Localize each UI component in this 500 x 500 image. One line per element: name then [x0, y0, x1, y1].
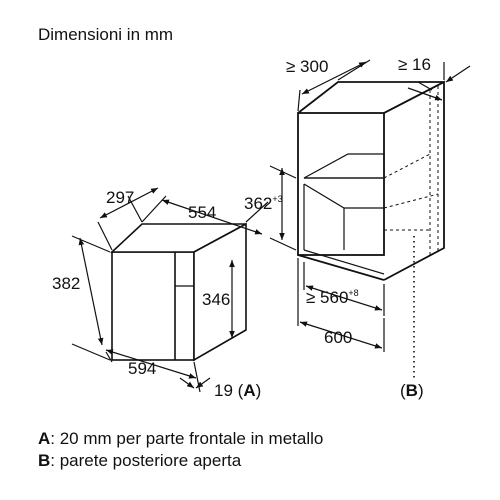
- appliance-depth-dimline: [99, 187, 159, 219]
- legend-text-a: : 20 mm per parte frontale in metallo: [50, 429, 324, 448]
- drawing-title: Dimensioni in mm: [38, 25, 173, 44]
- niche-outer-width-label: 600: [324, 328, 352, 347]
- niche-top-depth-label: ≥ 300: [286, 57, 328, 76]
- niche-top-face: [297, 81, 445, 114]
- niche-rear-note-label: (B): [400, 381, 424, 400]
- appliance-height-label: 382: [52, 274, 80, 293]
- niche-width-label: ≥ 560+8: [306, 288, 359, 307]
- niche-top-gap-label: ≥ 16: [398, 55, 431, 74]
- niche-outer-width-dimline: [299, 321, 383, 349]
- niche-width-dimline: [305, 285, 383, 311]
- niche-opening: [303, 153, 385, 179]
- legend-marker-b: B: [38, 451, 51, 470]
- legend-item-a: A: 20 mm per parte frontale in metallo: [38, 428, 323, 450]
- appliance-depth-label: 297: [106, 188, 134, 207]
- legend-item-b: B: parete posteriore aperta: [38, 450, 241, 472]
- appliance-width-label: 554: [188, 203, 216, 222]
- legend-text-b: : parete posteriore aperta: [50, 451, 242, 470]
- niche-top-depth-dimline: [301, 61, 367, 95]
- appliance-front-width-dimline: [105, 349, 197, 379]
- niche-height-label: 362+3: [244, 194, 283, 213]
- appliance-width-dimline: [161, 199, 263, 235]
- appliance-front-depth-label: 19 (A): [214, 381, 261, 400]
- niche-drawing: [297, 80, 445, 281]
- legend-marker-a: A: [38, 429, 51, 448]
- appliance-front-face: [111, 251, 195, 361]
- appliance-height-dimline: [78, 237, 104, 346]
- niche-front-outline: [297, 112, 385, 256]
- niche-side-face: [383, 80, 445, 281]
- appliance-inner-height-label: 346: [202, 290, 230, 309]
- appliance-front-width-label: 594: [128, 359, 156, 378]
